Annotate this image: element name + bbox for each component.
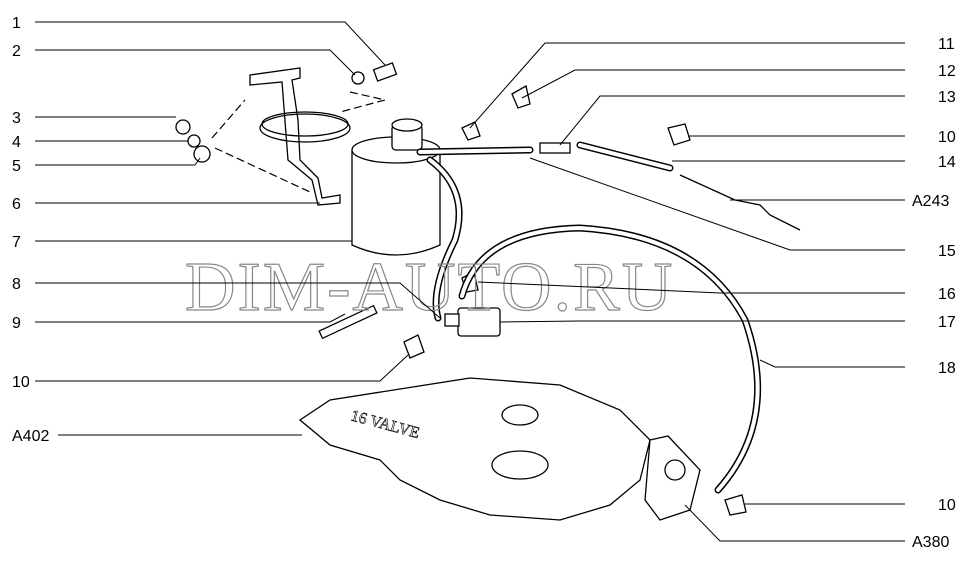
label-1: 1 — [12, 15, 21, 32]
label-13: 13 — [938, 89, 956, 106]
right-leaders — [469, 42, 905, 542]
label-10-bottom: 10 — [938, 497, 956, 514]
label-a243: A243 — [912, 193, 949, 210]
label-5: 5 — [12, 158, 21, 175]
right-labels: 11 12 13 10 14 A243 15 16 17 18 10 A380 — [912, 36, 956, 551]
engine-cover: 16 VALVE — [298, 377, 651, 521]
label-7: 7 — [12, 234, 21, 251]
label-8: 8 — [12, 276, 21, 293]
label-10: 10 — [12, 374, 30, 391]
label-10-top: 10 — [938, 129, 956, 146]
left-leaders — [35, 21, 441, 436]
label-9: 9 — [12, 315, 21, 332]
label-6: 6 — [12, 196, 21, 213]
label-14: 14 — [938, 154, 956, 171]
label-17: 17 — [938, 314, 956, 331]
left-labels: 1 2 3 4 5 6 7 8 9 10 A402 — [12, 15, 49, 445]
label-11: 11 — [938, 36, 955, 53]
label-4: 4 — [12, 134, 21, 151]
label-a380: A380 — [912, 534, 949, 551]
bracket — [249, 67, 351, 206]
hoses — [416, 141, 762, 494]
label-15: 15 — [938, 243, 956, 260]
label-a402: A402 — [12, 428, 49, 445]
canister — [351, 118, 441, 256]
label-3: 3 — [12, 110, 21, 127]
label-16: 16 — [938, 286, 956, 303]
small-parts — [175, 62, 801, 516]
throttle-body — [644, 435, 701, 521]
label-2: 2 — [12, 43, 21, 60]
label-12: 12 — [938, 63, 956, 80]
label-18: 18 — [938, 360, 956, 377]
